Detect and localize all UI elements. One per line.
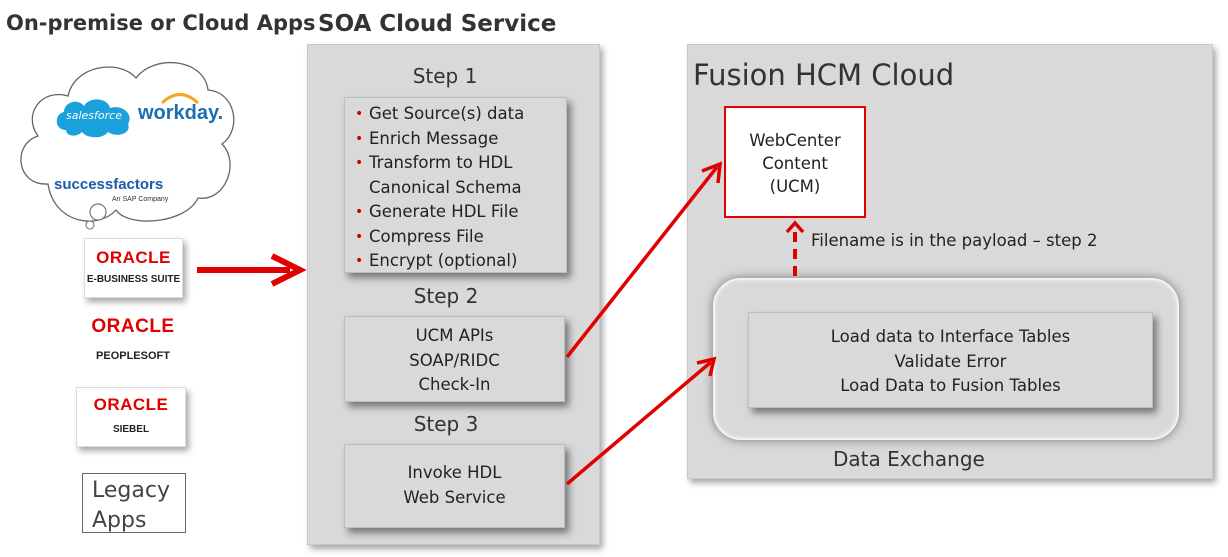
webcenter-line: (UCM) <box>769 177 821 196</box>
step1-box: •Get Source(s) data •Enrich Message •Tra… <box>344 97 567 273</box>
webcenter-line: Content <box>762 154 828 173</box>
legacy-apps-box: Legacy Apps <box>82 473 186 533</box>
step1-item: Canonical Schema <box>369 177 522 197</box>
oracle-product-text: SIEBEL <box>112 424 150 435</box>
sources-to-soa-arrow <box>197 253 307 287</box>
data-exchange-label: Data Exchange <box>833 447 985 471</box>
step1-item: •Get Source(s) data <box>355 104 525 123</box>
webcenter-line: WebCenter <box>749 131 841 150</box>
salesforce-text: salesforce <box>66 109 122 122</box>
cloud-apps-cloud: salesforce workday. successfactors An SA… <box>8 44 242 234</box>
step1-item: •Compress File <box>355 226 484 246</box>
oracle-ebs-logo: ORACLE E-BUSINESS SUITE <box>84 238 183 298</box>
on-premise-heading: On-premise or Cloud Apps <box>6 11 316 35</box>
oracle-brand-text: ORACLE <box>91 316 175 337</box>
soa-heading: SOA Cloud Service <box>318 11 557 37</box>
successfactors-logo: successfactors <box>54 176 163 193</box>
step1-title: Step 1 <box>412 64 478 88</box>
legacy-line-2: Apps <box>92 508 147 533</box>
salesforce-logo: salesforce <box>52 96 136 140</box>
step3-line: Invoke HDL <box>407 463 502 482</box>
step1-list: •Get Source(s) data •Enrich Message •Tra… <box>345 98 566 274</box>
workday-arc-icon <box>160 93 200 104</box>
step2-to-webcenter-arrow <box>565 161 723 359</box>
data-exchange-line: Load Data to Fusion Tables <box>840 376 1061 395</box>
webcenter-content-box: WebCenter Content (UCM) <box>724 106 866 218</box>
step2-line: SOAP/RIDC <box>409 350 500 370</box>
workday-text: workday. <box>138 102 224 124</box>
oracle-siebel-logo: ORACLE SIEBEL <box>76 387 186 447</box>
step1-item: •Generate HDL File <box>355 202 519 221</box>
successfactors-tagline: An SAP Company <box>112 196 169 203</box>
data-exchange-line: Load data to Interface Tables <box>830 327 1071 346</box>
oracle-brand-text: ORACLE <box>93 395 169 414</box>
step3-title: Step 3 <box>413 412 479 436</box>
legacy-line-1: Legacy <box>92 478 170 503</box>
step1-item: •Transform to HDL <box>355 153 513 172</box>
step1-item: •Encrypt (optional) <box>355 251 518 270</box>
oracle-peoplesoft-logo: ORACLE PEOPLESOFT <box>80 314 186 372</box>
step3-box: Invoke HDL Web Service <box>344 444 565 528</box>
step3-line: Web Service <box>403 487 506 507</box>
fusion-title: Fusion HCM Cloud <box>693 58 955 92</box>
successfactors-text: successfactors <box>54 176 164 193</box>
payload-note: Filename is in the payload – step 2 <box>811 231 1098 250</box>
workday-logo: workday. <box>138 93 224 125</box>
step2-line: UCM APIs <box>415 326 494 345</box>
data-exchange-box: Load data to Interface Tables Validate E… <box>748 312 1153 408</box>
step1-item: •Enrich Message <box>355 128 499 148</box>
step3-to-data-exchange-arrow <box>565 356 717 486</box>
oracle-product-text: PEOPLESOFT <box>96 350 170 362</box>
salesforce-cloud-icon <box>56 99 130 138</box>
step2-line: Check-In <box>418 375 491 394</box>
step2-title: Step 2 <box>413 284 479 308</box>
step2-box: UCM APIs SOAP/RIDC Check-In <box>344 316 565 402</box>
oracle-brand-text: ORACLE <box>96 248 171 267</box>
data-exchange-line: Validate Error <box>894 351 1007 371</box>
data-exchange-to-webcenter-dashed-arrow <box>785 220 805 276</box>
oracle-product-text: E-BUSINESS SUITE <box>86 274 181 285</box>
